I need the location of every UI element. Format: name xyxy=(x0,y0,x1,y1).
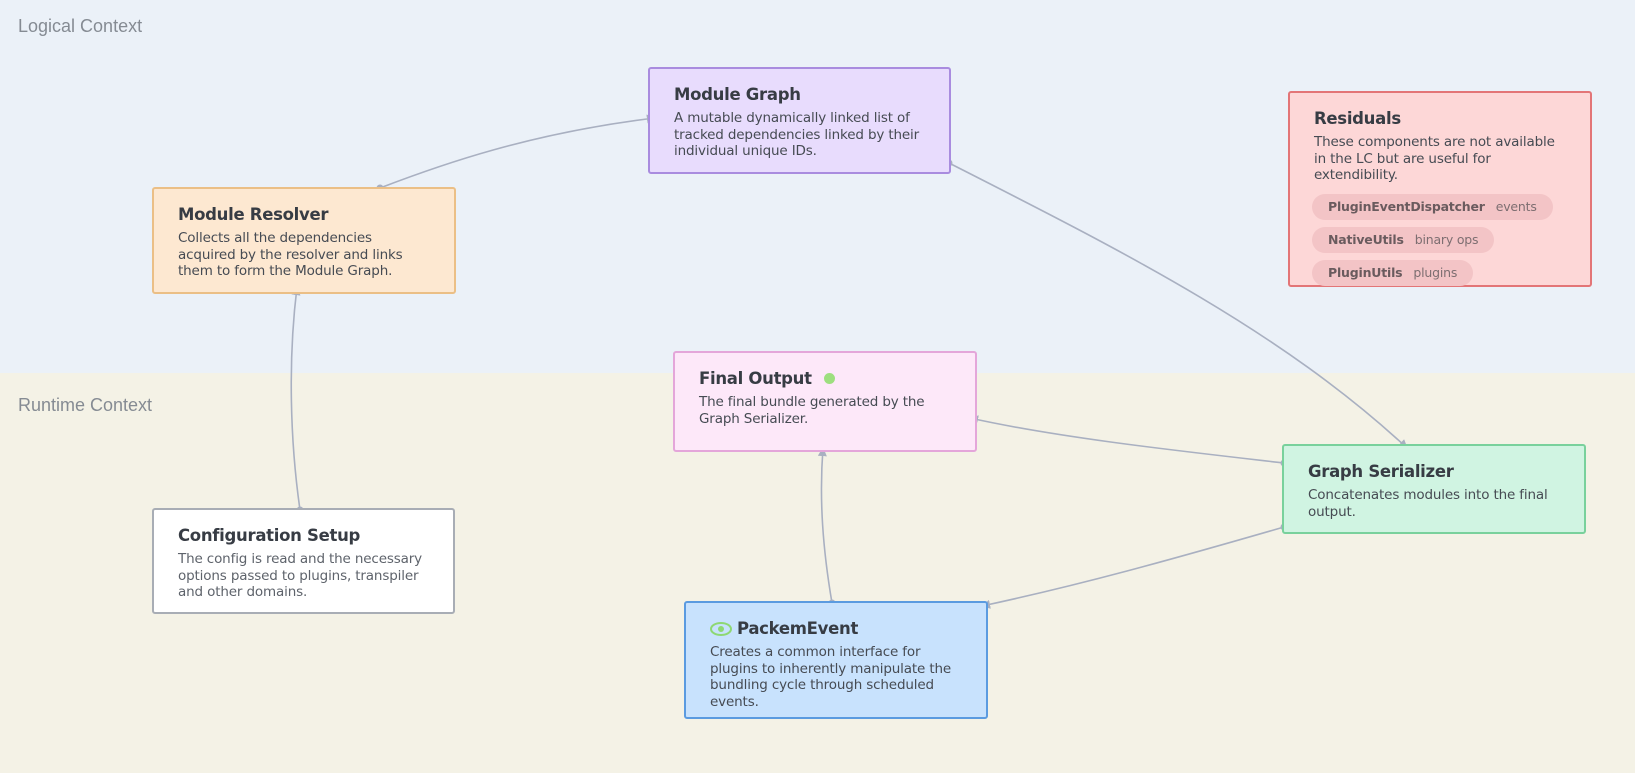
final-output-title: Final Output xyxy=(699,369,812,388)
graph-serializer-title: Graph Serializer xyxy=(1308,462,1454,481)
chip-tag: events xyxy=(1495,199,1537,214)
module-resolver-node[interactable]: Module Resolver Collects all the depende… xyxy=(152,187,456,294)
residual-chip-plugin-event-dispatcher[interactable]: PluginEventDispatcher events xyxy=(1312,193,1553,220)
chip-tag: binary ops xyxy=(1414,232,1479,247)
packem-event-description: Creates a common interface for plugins t… xyxy=(710,644,952,710)
residual-chip-plugin-utils[interactable]: PluginUtils plugins xyxy=(1312,259,1474,286)
chip-name: NativeUtils xyxy=(1328,232,1404,247)
graph-serializer-node[interactable]: Graph Serializer Concatenates modules in… xyxy=(1282,444,1586,534)
chip-name: PluginUtils xyxy=(1328,265,1403,280)
packem-event-title: PackemEvent xyxy=(737,619,859,638)
configuration-setup-title: Configuration Setup xyxy=(178,526,361,545)
runtime-context-label: Runtime Context xyxy=(18,395,153,415)
module-resolver-title: Module Resolver xyxy=(178,205,329,224)
final-output-node[interactable]: Final Output The final bundle generated … xyxy=(673,351,977,452)
graph-serializer-description: Concatenates modules into the final outp… xyxy=(1308,487,1548,520)
residuals-node[interactable]: Residuals These components are not avail… xyxy=(1288,91,1592,287)
final-output-title-row: Final Output xyxy=(699,369,953,388)
module-graph-title: Module Graph xyxy=(674,85,801,104)
module-graph-node[interactable]: Module Graph A mutable dynamically linke… xyxy=(648,67,951,174)
chip-name: PluginEventDispatcher xyxy=(1328,199,1485,214)
chip-tag: plugins xyxy=(1413,265,1458,280)
residuals-title: Residuals xyxy=(1314,109,1401,128)
module-graph-description: A mutable dynamically linked list of tra… xyxy=(674,110,920,159)
configuration-setup-node[interactable]: Configuration Setup The config is read a… xyxy=(152,508,455,614)
residuals-chip-list: PluginEventDispatcher events NativeUtils… xyxy=(1312,193,1568,293)
logical-context-label: Logical Context xyxy=(18,16,143,36)
module-resolver-description: Collects all the dependencies acquired b… xyxy=(178,230,403,279)
configuration-setup-description: The config is read and the necessary opt… xyxy=(178,551,422,600)
eye-icon xyxy=(710,621,732,636)
packem-event-title-row: PackemEvent xyxy=(710,619,964,638)
residual-chip-native-utils[interactable]: NativeUtils binary ops xyxy=(1312,226,1495,253)
status-dot-icon xyxy=(823,373,835,384)
final-output-description: The final bundle generated by the Graph … xyxy=(699,394,925,427)
residuals-description: These components are not available in th… xyxy=(1314,134,1555,183)
packem-event-node[interactable]: PackemEvent Creates a common interface f… xyxy=(684,601,988,719)
